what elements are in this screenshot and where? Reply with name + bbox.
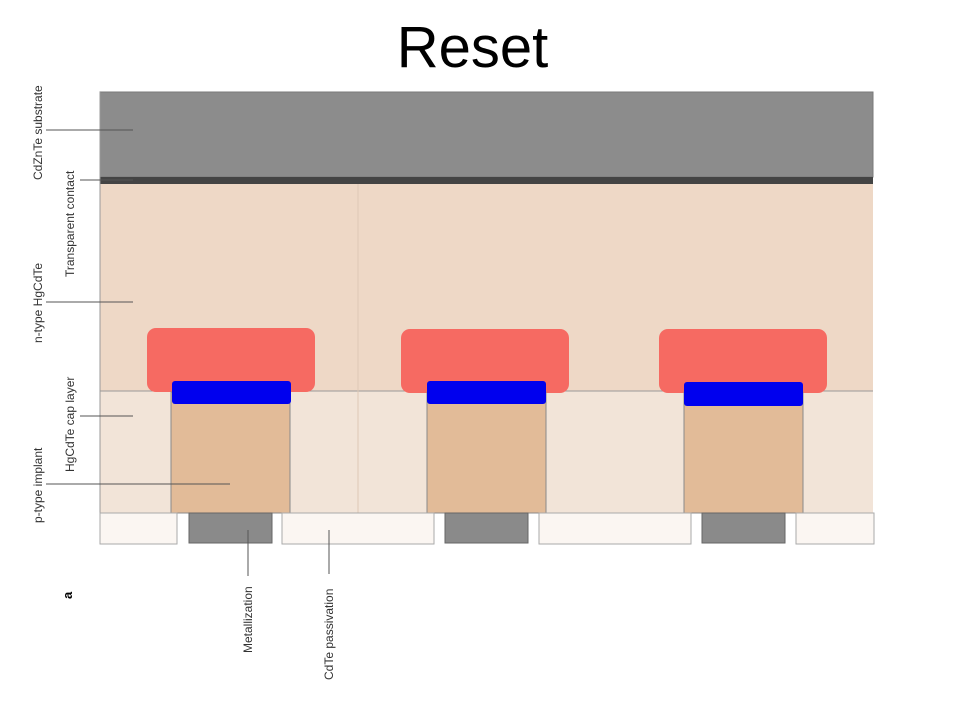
label-substrate: CdZnTe substrate xyxy=(31,85,45,180)
label-contact: Transparent contact xyxy=(63,170,77,277)
label-metallization: Metallization xyxy=(241,586,255,653)
p-type-implant xyxy=(426,391,547,514)
substrate-layer xyxy=(99,91,874,178)
junction-marker xyxy=(684,382,803,406)
metal-pad xyxy=(188,512,273,544)
pixel-2 xyxy=(401,329,569,514)
depletion-region xyxy=(401,329,569,393)
junction-marker xyxy=(172,381,291,404)
transparent-contact-layer xyxy=(100,177,873,184)
passivation-block xyxy=(538,512,692,545)
metallization-layer xyxy=(188,512,786,544)
pixel-3 xyxy=(659,329,827,514)
label-n-type: n-type HgCdTe xyxy=(31,263,45,343)
p-type-implant xyxy=(683,391,804,514)
passivation-block xyxy=(99,512,178,545)
metal-pad xyxy=(701,512,786,544)
figure-letter: a xyxy=(60,591,75,599)
junction-marker xyxy=(427,381,546,404)
label-p-implant: p-type implant xyxy=(31,447,45,523)
depletion-region xyxy=(147,328,315,392)
p-type-implant xyxy=(170,391,291,514)
passivation-block xyxy=(795,512,875,545)
metal-pad xyxy=(444,512,529,544)
label-cap-layer: HgCdTe cap layer xyxy=(63,377,77,472)
pixel-1 xyxy=(147,328,315,514)
slide-title: Reset xyxy=(396,15,549,80)
passivation-layer xyxy=(99,512,875,545)
passivation-block xyxy=(281,512,435,545)
depletion-region xyxy=(659,329,827,393)
label-passivation: CdTe passivation xyxy=(322,589,336,680)
